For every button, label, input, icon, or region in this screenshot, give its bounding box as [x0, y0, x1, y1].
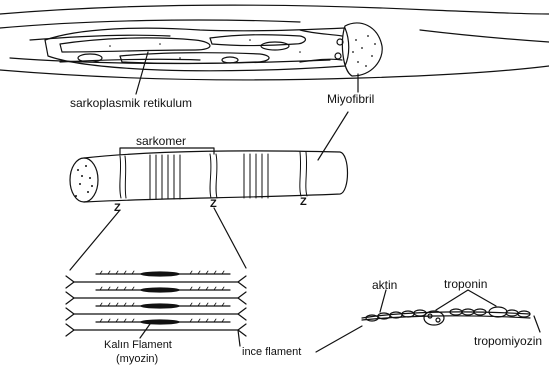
label-sarcomere: sarkomer	[136, 135, 186, 147]
sarcomere-bands	[120, 152, 307, 199]
sr-leader-line	[136, 52, 148, 94]
myofibril-end-texture	[75, 165, 93, 197]
label-z-line-1: Z	[114, 203, 121, 214]
label-z-line-2: Z	[210, 199, 217, 210]
actin-leader-line	[380, 290, 386, 312]
label-thin-filament: ince flament	[242, 347, 301, 358]
myofibril-lower-leader-line	[318, 112, 348, 160]
thin-filament-leader-line	[238, 330, 240, 346]
zoom-line-right	[214, 208, 246, 268]
label-troponin: troponin	[444, 278, 487, 290]
zoom-line-left	[70, 210, 120, 270]
thin-filament-pointer	[316, 326, 362, 352]
troponin-leader-line-a	[436, 290, 468, 310]
label-myofibril: Miyofibril	[327, 93, 374, 105]
thick-filament-leader-line	[140, 324, 150, 338]
troponin-leader-line-b	[468, 290, 496, 306]
label-thick-filament: Kalın Flament	[104, 340, 172, 351]
label-sarcoplasmic-reticulum: sarkoplasmik retikulum	[70, 97, 192, 109]
sarcoplasmic-reticulum	[45, 23, 382, 76]
tropomyosin-leader-line	[534, 316, 540, 332]
label-tropomyosin: tropomiyozin	[474, 335, 542, 347]
label-actin: aktin	[372, 279, 397, 291]
label-myosin: (myozin)	[116, 354, 158, 365]
label-z-line-3: Z	[300, 197, 307, 208]
